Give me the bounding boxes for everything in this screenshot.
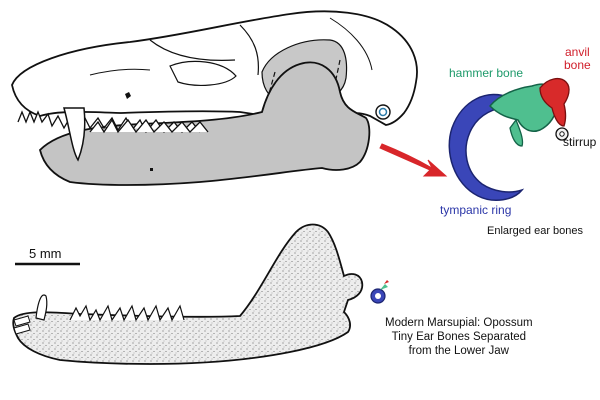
hammer-handle xyxy=(509,118,524,147)
skull-suture-1 xyxy=(149,39,236,61)
skull-suture-2 xyxy=(239,24,260,76)
caption-opossum-line3: from the Lower Jaw xyxy=(408,345,509,357)
upper-teeth xyxy=(17,110,201,134)
orbit-outline xyxy=(169,60,237,86)
skull-suture-3 xyxy=(89,68,151,76)
label-anvil-bone: anvil bone xyxy=(564,46,591,72)
label-hammer-bone: hammer bone xyxy=(449,66,524,80)
lower-teeth xyxy=(89,118,209,134)
canine-fang xyxy=(63,107,86,162)
stirrup-hole xyxy=(559,131,565,137)
lower-jaw xyxy=(39,61,371,186)
label-anvil-line2: bone xyxy=(564,58,591,72)
ear-opening xyxy=(375,104,391,120)
ear-ring-small xyxy=(378,107,388,117)
opossum-cheek-teeth xyxy=(69,304,185,322)
nostril-mark xyxy=(125,92,131,99)
label-anvil-line1: anvil xyxy=(565,45,590,59)
caption-enlarged-ear-bones: Enlarged ear bones xyxy=(487,225,584,237)
label-stirrup: stirrup xyxy=(563,135,597,149)
caption-opossum-line2: Tiny Ear Bones Separated xyxy=(391,331,527,343)
scale-bar-label: 5 mm xyxy=(29,246,62,261)
mental-foramen xyxy=(150,168,153,171)
tympanic-ring-icon xyxy=(448,93,525,202)
red-curved-arrow-icon xyxy=(379,143,448,177)
opossum-jaw-outline xyxy=(12,223,364,365)
tiny-ear-bones-icon xyxy=(370,280,389,304)
opossum-incisors xyxy=(13,315,31,335)
caption-opossum-line1: Modern Marsupial: Opossum xyxy=(385,317,533,329)
skull-crest xyxy=(329,17,373,71)
label-tympanic-ring: tympanic ring xyxy=(440,203,512,217)
anvil-bone-icon xyxy=(539,77,570,127)
caption-opossum: Modern Marsupial: Opossum Tiny Ear Bones… xyxy=(385,316,533,358)
enlarged-ear-bones xyxy=(448,77,570,202)
fossil-skull xyxy=(11,10,418,186)
opossum-jaw xyxy=(12,223,364,365)
opossum-canine xyxy=(35,294,48,321)
